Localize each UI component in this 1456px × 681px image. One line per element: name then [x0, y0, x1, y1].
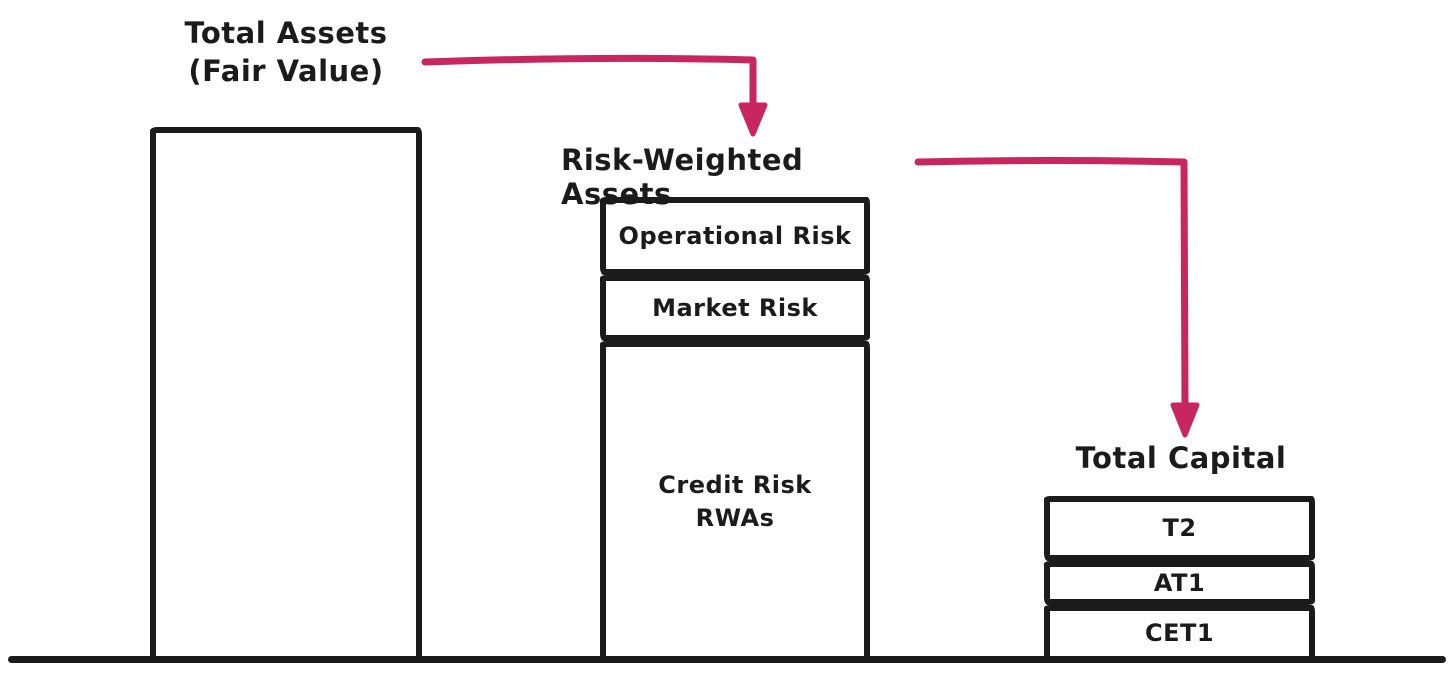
- risk-weighted-assets-label: Risk-Weighted Assets: [561, 143, 804, 211]
- ground-line: [8, 656, 1446, 663]
- arrow-rwa-to-capital-icon: [914, 157, 1200, 438]
- rwa-segment-credit-risk: Credit Risk RWAs: [600, 341, 870, 662]
- capital-segment-t2: T2: [1044, 496, 1315, 561]
- capital-segment-cet1: CET1: [1044, 605, 1315, 662]
- capital-segment-at1: AT1: [1044, 561, 1315, 605]
- rwa-segment-market-risk: Market Risk: [600, 275, 870, 341]
- rwa-segment-operational-risk: Operational Risk: [600, 197, 870, 275]
- total-assets-label: Total Assets (Fair Value): [184, 16, 388, 89]
- total-capital-label: Total Capital: [1075, 441, 1287, 475]
- market-risk-label: Market Risk: [652, 293, 818, 322]
- at1-label: AT1: [1153, 568, 1206, 597]
- arrow-assets-to-rwa-icon: [421, 54, 768, 137]
- operational-risk-label: Operational Risk: [618, 221, 852, 250]
- t2-label: T2: [1162, 514, 1197, 543]
- cet1-label: CET1: [1144, 619, 1215, 648]
- credit-risk-label: Credit Risk RWAs: [658, 471, 812, 532]
- total-assets-bar: [150, 127, 422, 662]
